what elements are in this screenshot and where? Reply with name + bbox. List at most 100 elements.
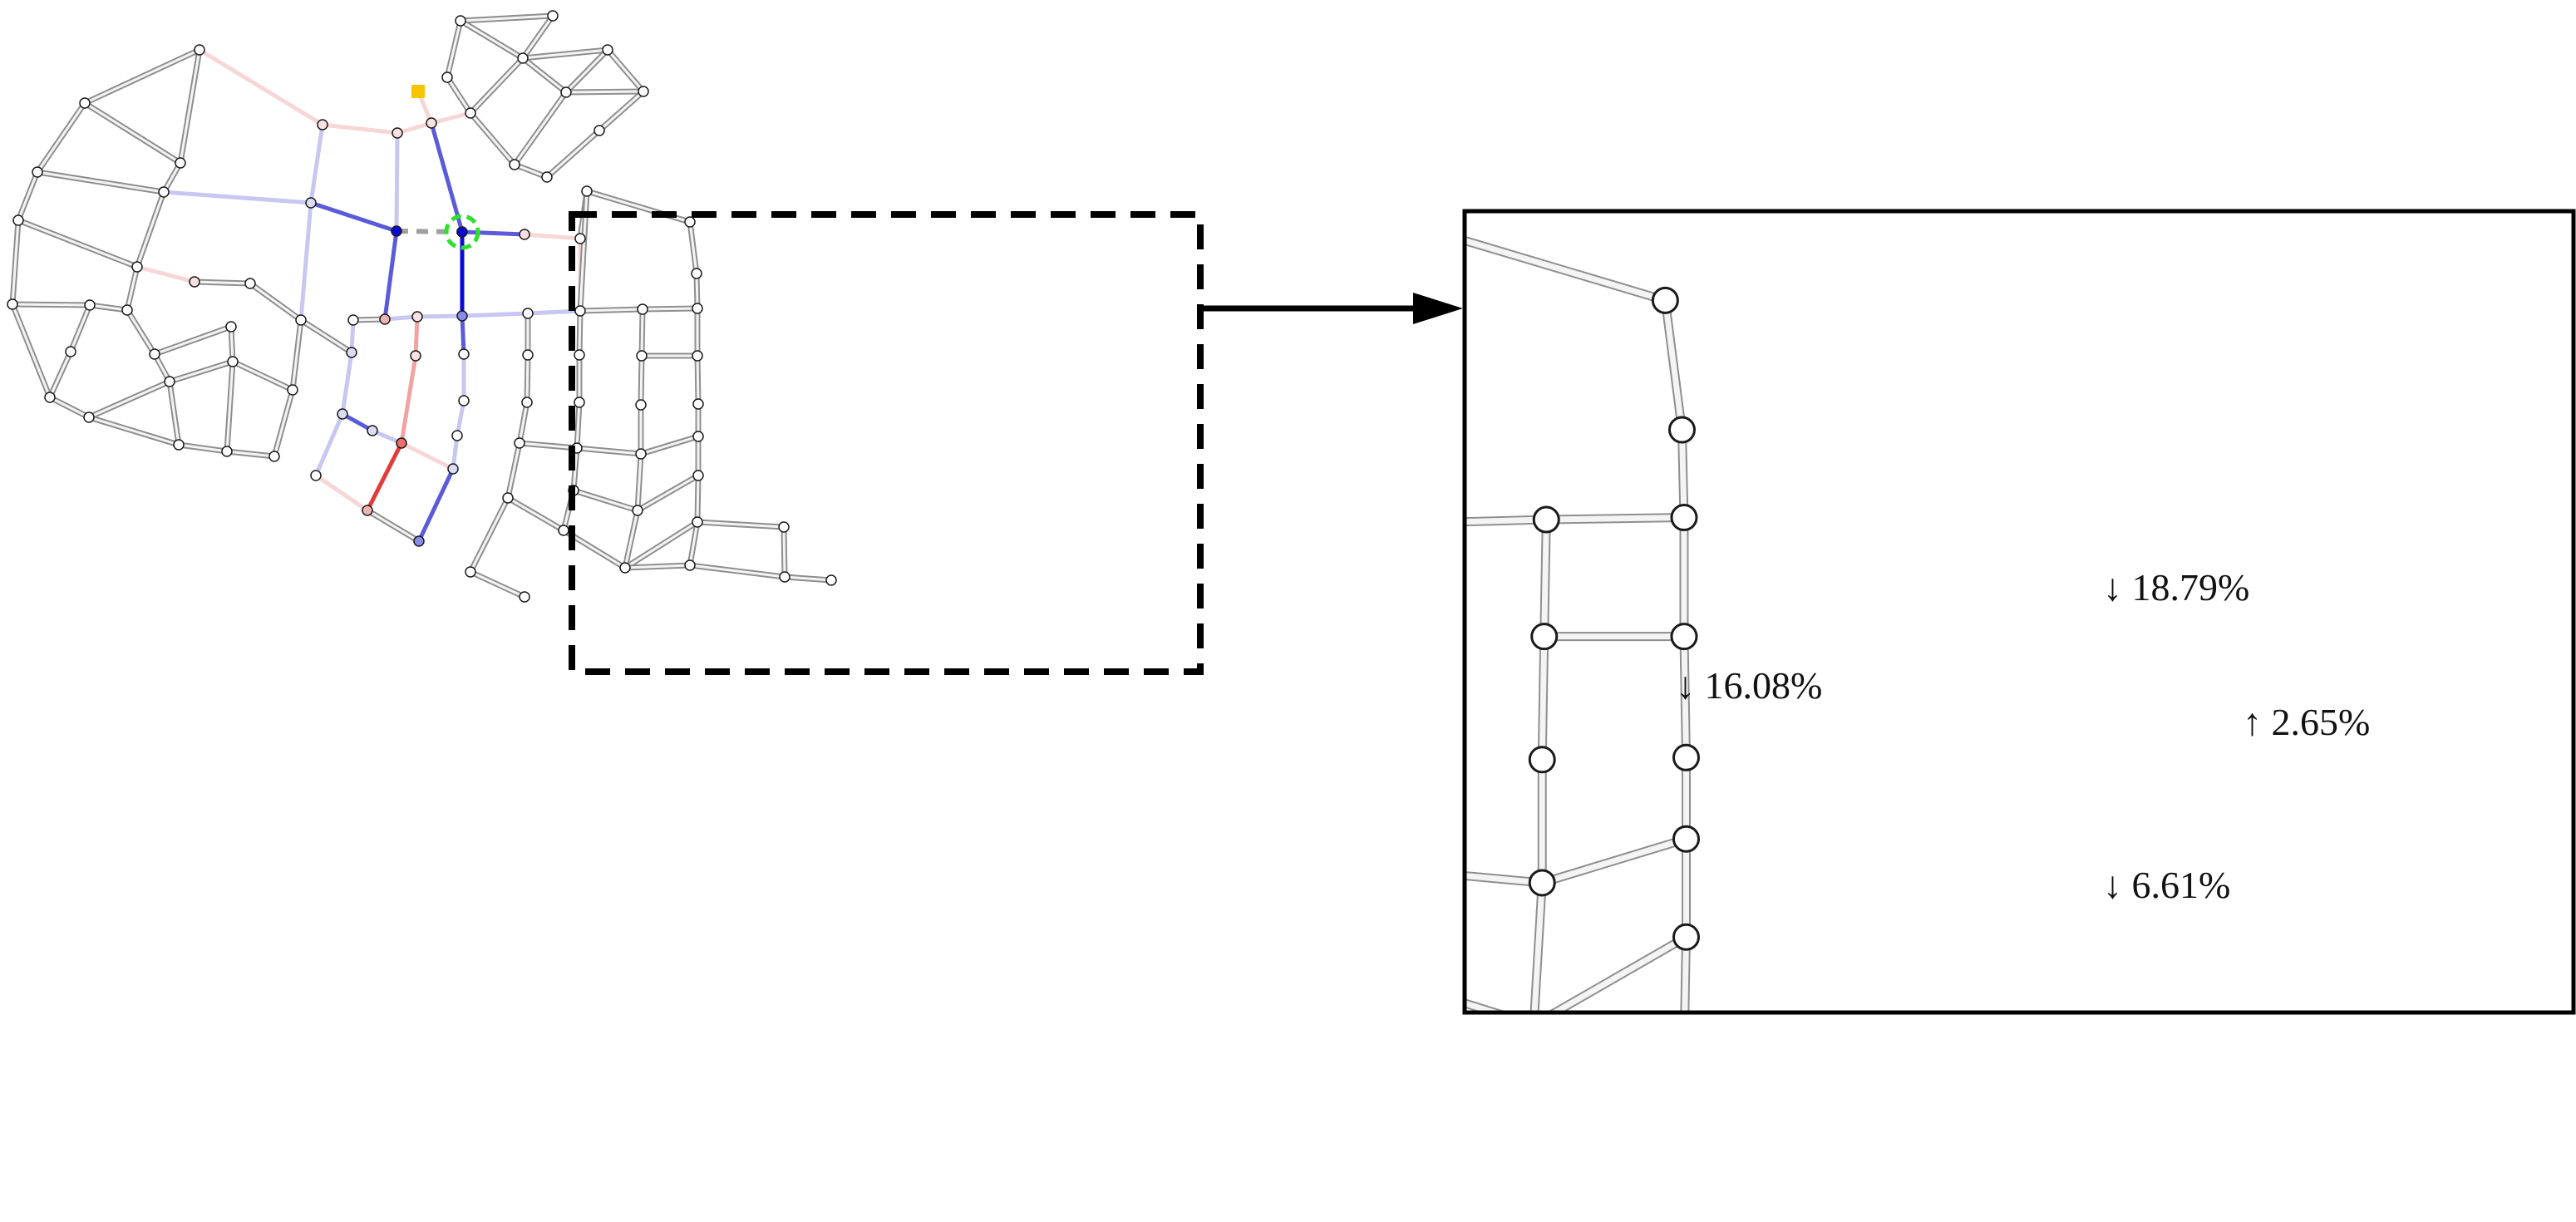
zoom-network-node <box>308 620 333 645</box>
network-edge <box>191 278 254 287</box>
network-edge <box>563 47 611 96</box>
network-edge <box>694 352 702 407</box>
zoom-network-node <box>928 843 953 868</box>
zoom-network-edge <box>868 825 941 856</box>
network-node <box>194 44 205 56</box>
network-node <box>84 299 96 311</box>
network-node <box>456 310 468 322</box>
network-node <box>458 395 470 407</box>
network-node <box>692 303 703 314</box>
network-edge <box>224 358 236 455</box>
network-edge <box>81 47 203 106</box>
zoom-network-edge <box>1071 837 1081 920</box>
zoom-network <box>0 0 1904 1192</box>
network-node <box>558 525 569 536</box>
network-node <box>541 171 553 183</box>
network-edge <box>563 88 647 96</box>
network-edge <box>687 562 788 580</box>
network-edge <box>781 524 788 580</box>
network-node <box>149 348 160 360</box>
network-edge <box>166 378 182 448</box>
zoom-network-edge <box>1665 1162 1903 1191</box>
network-edge <box>694 472 702 525</box>
zoom-network-edge <box>0 507 58 741</box>
network-edge <box>416 466 456 544</box>
zoom-network-edge <box>793 628 816 783</box>
network-node <box>32 166 43 178</box>
zoom-network-edge <box>145 0 434 2</box>
zoom-highlight-ring <box>1060 293 1126 359</box>
network-edge <box>197 47 325 127</box>
zoom-network-edge <box>1529 878 1547 1013</box>
zoom-network-edge <box>421 451 561 455</box>
zoom-network-edge <box>981 536 1094 539</box>
network-edge <box>247 280 304 323</box>
zoom-network-node <box>346 688 371 713</box>
zoom-network-node <box>1667 416 1696 444</box>
network-edge <box>67 302 93 355</box>
zoom-network-node <box>1375 622 1400 647</box>
network-node <box>287 384 298 396</box>
zoom-network-node <box>919 65 943 90</box>
zoom-network-node <box>781 770 805 795</box>
network-edge <box>505 495 567 534</box>
zoom-network-edge <box>1208 993 1347 1075</box>
network-node <box>337 408 348 420</box>
network-node <box>411 311 423 323</box>
network-node <box>396 437 407 449</box>
zoom-network-edge <box>899 539 981 545</box>
network-edge <box>15 169 41 224</box>
network-edge <box>34 100 88 175</box>
zoom-network-edge <box>1382 753 1388 868</box>
zoom-network-edge <box>111 509 159 626</box>
zoom-network-edge <box>1373 868 1382 974</box>
zoom-network-edge <box>1256 634 1258 753</box>
zoom-network-edge <box>1901 1067 1904 1192</box>
network-edge <box>175 441 230 455</box>
network-edge <box>520 55 569 96</box>
zoom-network-node <box>701 240 726 265</box>
network-edge <box>457 17 526 62</box>
zoom-network-edge <box>358 651 517 701</box>
zoom-network-node <box>1085 620 1110 645</box>
zoom-network-edge <box>58 626 111 741</box>
network-node <box>426 117 437 129</box>
network-node <box>684 559 696 571</box>
network-node <box>458 348 470 360</box>
network-edge <box>570 487 641 514</box>
zoom-network-edge <box>1503 1054 1684 1169</box>
zoom-network-edge <box>713 253 928 323</box>
network-edge <box>382 229 399 322</box>
zoom-network-edge <box>0 507 158 510</box>
zoom-network-node <box>843 1013 868 1037</box>
network-node <box>379 313 391 325</box>
network-edge <box>694 519 787 530</box>
zoom-network-edge <box>855 855 941 1024</box>
zoom-network-edge <box>1660 295 1687 435</box>
zoom-network-edge <box>622 722 667 889</box>
zoom-network-edge <box>1348 1075 1503 1169</box>
network-node <box>164 376 175 387</box>
zoom-network-node <box>1426 58 1451 83</box>
network-edge <box>161 190 313 205</box>
network-edge <box>134 189 167 270</box>
network-node <box>410 350 421 362</box>
zoom-network-edge <box>1665 1054 1684 1163</box>
zoom-network-edge <box>58 741 156 791</box>
south-node-change-label: ↓ 6.61% <box>2103 864 2230 906</box>
zoom-network-edge <box>1238 855 1382 868</box>
zoom-network-edge <box>1081 749 1097 836</box>
network-node <box>83 411 95 423</box>
network-edge <box>177 47 203 166</box>
network-edge <box>135 264 197 284</box>
network-edge <box>596 88 647 134</box>
network-edge <box>516 440 580 451</box>
highlight-ring <box>444 214 480 250</box>
zoom-network-node <box>1213 144 1238 169</box>
zoom-network-edge <box>743 57 931 77</box>
zoom-network-node <box>1672 743 1700 771</box>
zoom-network-edge <box>1114 27 1224 156</box>
zoom-network-node <box>1528 869 1556 897</box>
zoom-network-edge <box>1238 753 1257 855</box>
zoom-network-edge <box>156 791 382 860</box>
